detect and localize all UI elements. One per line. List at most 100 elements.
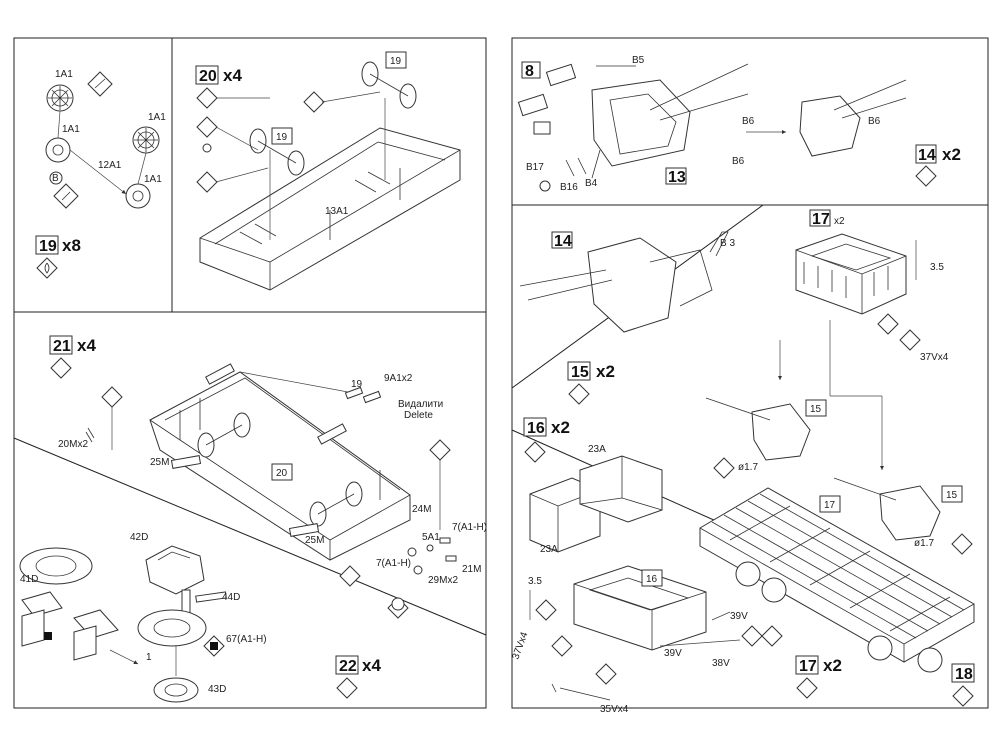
step-22-multiplier: x4 (362, 656, 381, 675)
file-icon (899, 329, 921, 351)
step-22-panel: 41D 42D 44D 43D 1 67(A1-H) 22 x4 (19, 532, 381, 703)
ref-15-box-b (941, 485, 963, 503)
ref-19-box-a (271, 127, 293, 145)
ref-16-box (641, 569, 663, 587)
step-15-number: 15 (571, 364, 589, 381)
step-16-number: 16 (527, 420, 545, 437)
step-19-multiplier: x8 (62, 236, 81, 255)
step-17-top-multiplier: x2 (834, 216, 845, 227)
step-22-box (335, 655, 359, 675)
circle-b-badge-2 (391, 597, 405, 611)
part-37vx4-label-b: 37Vx4 (510, 630, 530, 661)
step-13-panel: 8 B5 B6 B6 B17 B16 B4 13 B6 14 x2 (517, 55, 961, 193)
part-67-label: 67(A1-H) (226, 634, 267, 645)
part-12a1-label: 12A1 (98, 160, 122, 171)
step-14-box (915, 144, 937, 164)
glue-drop-icon (524, 441, 546, 463)
dimension-3-5-label-b: 3.5 (528, 576, 542, 587)
glue-drop-icon (796, 677, 818, 699)
step-17-top-number: 17 (812, 211, 830, 228)
cargo-box (795, 233, 907, 315)
wheelset-right (361, 61, 417, 109)
part-35vx4-label: 35Vx4 (600, 704, 629, 715)
ref-14-box (551, 231, 573, 249)
part-b5-label: B5 (632, 55, 645, 66)
part-42d-turret (145, 545, 227, 621)
glue-icon-2 (429, 439, 451, 461)
part-39v-label-b: 39V (664, 648, 682, 659)
ref-20-box (271, 463, 293, 481)
part-25m-label-b: 25M (305, 535, 324, 546)
step-16-box (523, 417, 547, 437)
step-20-box (195, 65, 219, 85)
step-8-box (521, 61, 541, 79)
part-7a1h-label-b: 7(A1-H) (376, 558, 411, 569)
part-5a1-label: 5A1 (422, 532, 440, 543)
delete-label-en: Delete (404, 410, 433, 421)
glue-icon-2 (196, 171, 218, 193)
diameter-1-7-label-a: ø1.7 (738, 462, 758, 473)
part-1a1-label-top: 1A1 (55, 69, 73, 80)
gun-on-car-1 (705, 397, 811, 461)
file-icon (713, 457, 735, 479)
glue-icon-2 (761, 625, 783, 647)
glue-icon (196, 87, 218, 109)
file-icon (196, 116, 218, 138)
step-14-multiplier: x2 (942, 145, 961, 164)
glue-drop-icon (568, 383, 590, 405)
part-b16-label: B16 (560, 182, 578, 193)
step-16-multiplier: x2 (551, 418, 570, 437)
part-ring-mount (137, 609, 207, 647)
part-base-pieces (21, 591, 119, 661)
ref-16-label: 16 (646, 574, 658, 585)
ref-19-label-a: 19 (276, 132, 288, 143)
glue-icon-3 (339, 565, 361, 587)
step-20-number: 20 (199, 68, 217, 85)
dimension-1-label: 1 (146, 652, 152, 663)
part-9a1x2-label: 9A1x2 (384, 373, 413, 384)
glue-icon-3 (303, 91, 325, 113)
part-b17-label: B17 (526, 162, 544, 173)
part-b6-label-c: B6 (868, 116, 881, 127)
wheelset-left (249, 128, 305, 176)
step-14-number: 14 (918, 147, 936, 164)
file-icon-2 (951, 533, 973, 555)
step-21-number: 21 (53, 338, 71, 355)
right-page-border (511, 37, 989, 709)
ref-17-box (819, 495, 841, 513)
wheel-right-top (132, 126, 160, 154)
step-17-panel: 16 3.5 37Vx4 39V 39V 38V 35Vx4 (510, 565, 783, 715)
part-43d (153, 677, 199, 703)
part-41d-label: 41D (20, 574, 38, 585)
wheel-right (125, 183, 151, 209)
gun-with-mount (519, 231, 729, 333)
gun-exploded (517, 63, 749, 192)
glue-drop-icon (36, 257, 58, 279)
left-page-frame (13, 37, 487, 709)
step-16-panel: 16 x2 23A 23A (523, 417, 663, 555)
part-20mx2-label: 20Mx2 (58, 439, 88, 450)
ref-19-label-b: 19 (390, 56, 402, 67)
flatcar-deck (699, 487, 975, 663)
part-b6-label-b: B6 (742, 116, 755, 127)
step-17-multiplier: x2 (823, 656, 842, 675)
glue-drop-icon-2 (952, 685, 974, 707)
part-b4-label: B4 (585, 178, 598, 189)
part-43d-label: 43D (208, 684, 226, 695)
part-21m-label: 21M (462, 564, 481, 575)
step-15-box (567, 361, 591, 381)
part-39v-label-a: 39V (730, 611, 748, 622)
step-21-panel: 21 x4 20 19 9A1x2 Видалити Delete (49, 335, 487, 619)
step-15-multiplier: x2 (596, 362, 615, 381)
glue-drop-icon (336, 677, 358, 699)
file-icon-3 (595, 663, 617, 685)
flatcar-wheels (735, 561, 943, 673)
delete-label-uk: Видалити (398, 399, 443, 410)
step-19-number: 19 (39, 238, 57, 255)
ref-15-label-b: 15 (946, 490, 958, 501)
step-18-box (951, 663, 975, 683)
ref-19-box-b (385, 51, 407, 69)
wheel-top (46, 84, 74, 112)
part-b6-label-a: B6 (732, 156, 745, 167)
